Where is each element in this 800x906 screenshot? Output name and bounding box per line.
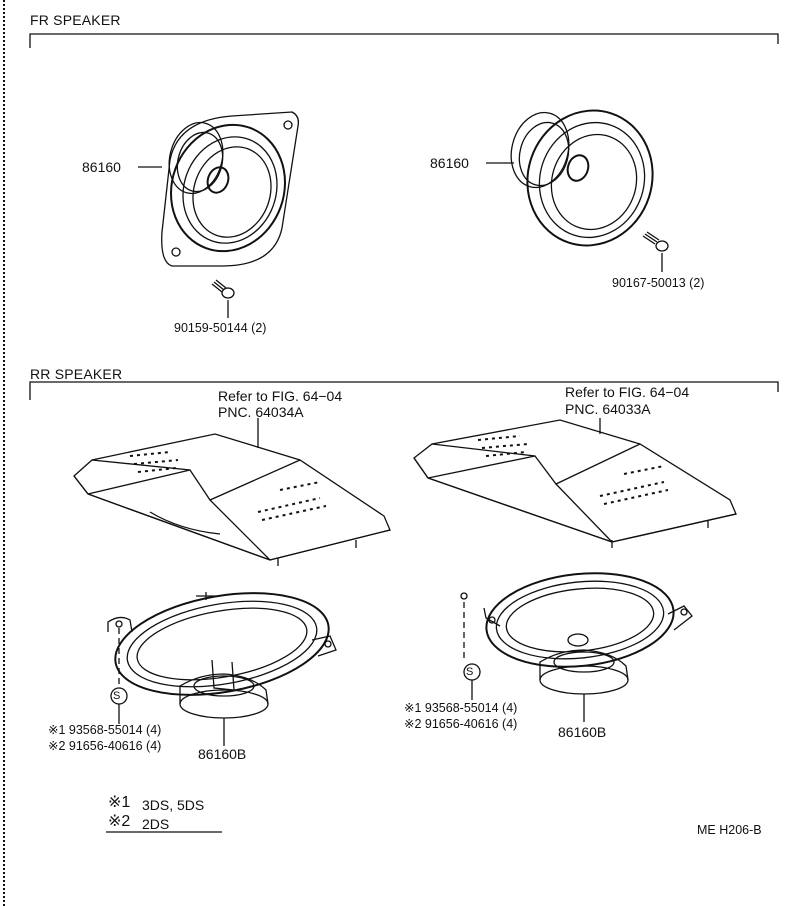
- fr-left-speaker: [138, 111, 300, 318]
- fr-right-speaker: [486, 109, 669, 272]
- rr-right-ref-line2: PNC. 64033A: [565, 401, 651, 417]
- fr-right-part-number: 86160: [430, 155, 469, 171]
- rr-right-fastener1: ※1 93568-55014 (4): [404, 701, 518, 715]
- fr-left-screw-number: 90159-50144 (2): [174, 321, 267, 335]
- rr-left-ref-line2: PNC. 64034A: [218, 404, 304, 420]
- fr-section-title: FR SPEAKER: [30, 12, 121, 28]
- rr-right-speaker: [460, 572, 693, 722]
- fr-left-part-number: 86160: [82, 159, 121, 175]
- rr-left-speaker: [107, 592, 337, 746]
- rr-section-title: RR SPEAKER: [30, 366, 123, 382]
- rr-left-fastener1: ※1 93568-55014 (4): [48, 723, 162, 737]
- note-2-mark: ※2: [108, 813, 131, 830]
- rr-left-fastener2: ※2 91656-40616 (4): [48, 739, 162, 753]
- rr-right-fastener-symbol-label: S: [466, 666, 474, 678]
- rr-right-part-number: 86160B: [558, 724, 607, 740]
- rr-left-grille: [73, 418, 391, 566]
- note-2-text: 2DS: [142, 816, 170, 832]
- note-1-text: 3DS, 5DS: [142, 797, 205, 813]
- rr-right-grille: [413, 418, 737, 548]
- fr-right-screw-number: 90167-50013 (2): [612, 276, 705, 290]
- rr-left-ref-line1: Refer to FIG. 64−04: [218, 388, 343, 404]
- rr-right-ref-line1: Refer to FIG. 64−04: [565, 384, 690, 400]
- rr-right-fastener2: ※2 91656-40616 (4): [404, 717, 518, 731]
- figure-code: ME H206-B: [697, 823, 762, 837]
- rr-left-fastener-symbol-label: S: [113, 690, 121, 702]
- rr-left-part-number: 86160B: [198, 746, 247, 762]
- note-1-mark: ※1: [108, 794, 131, 811]
- fr-section-bracket: [29, 33, 779, 48]
- rr-section-bracket: [29, 381, 779, 400]
